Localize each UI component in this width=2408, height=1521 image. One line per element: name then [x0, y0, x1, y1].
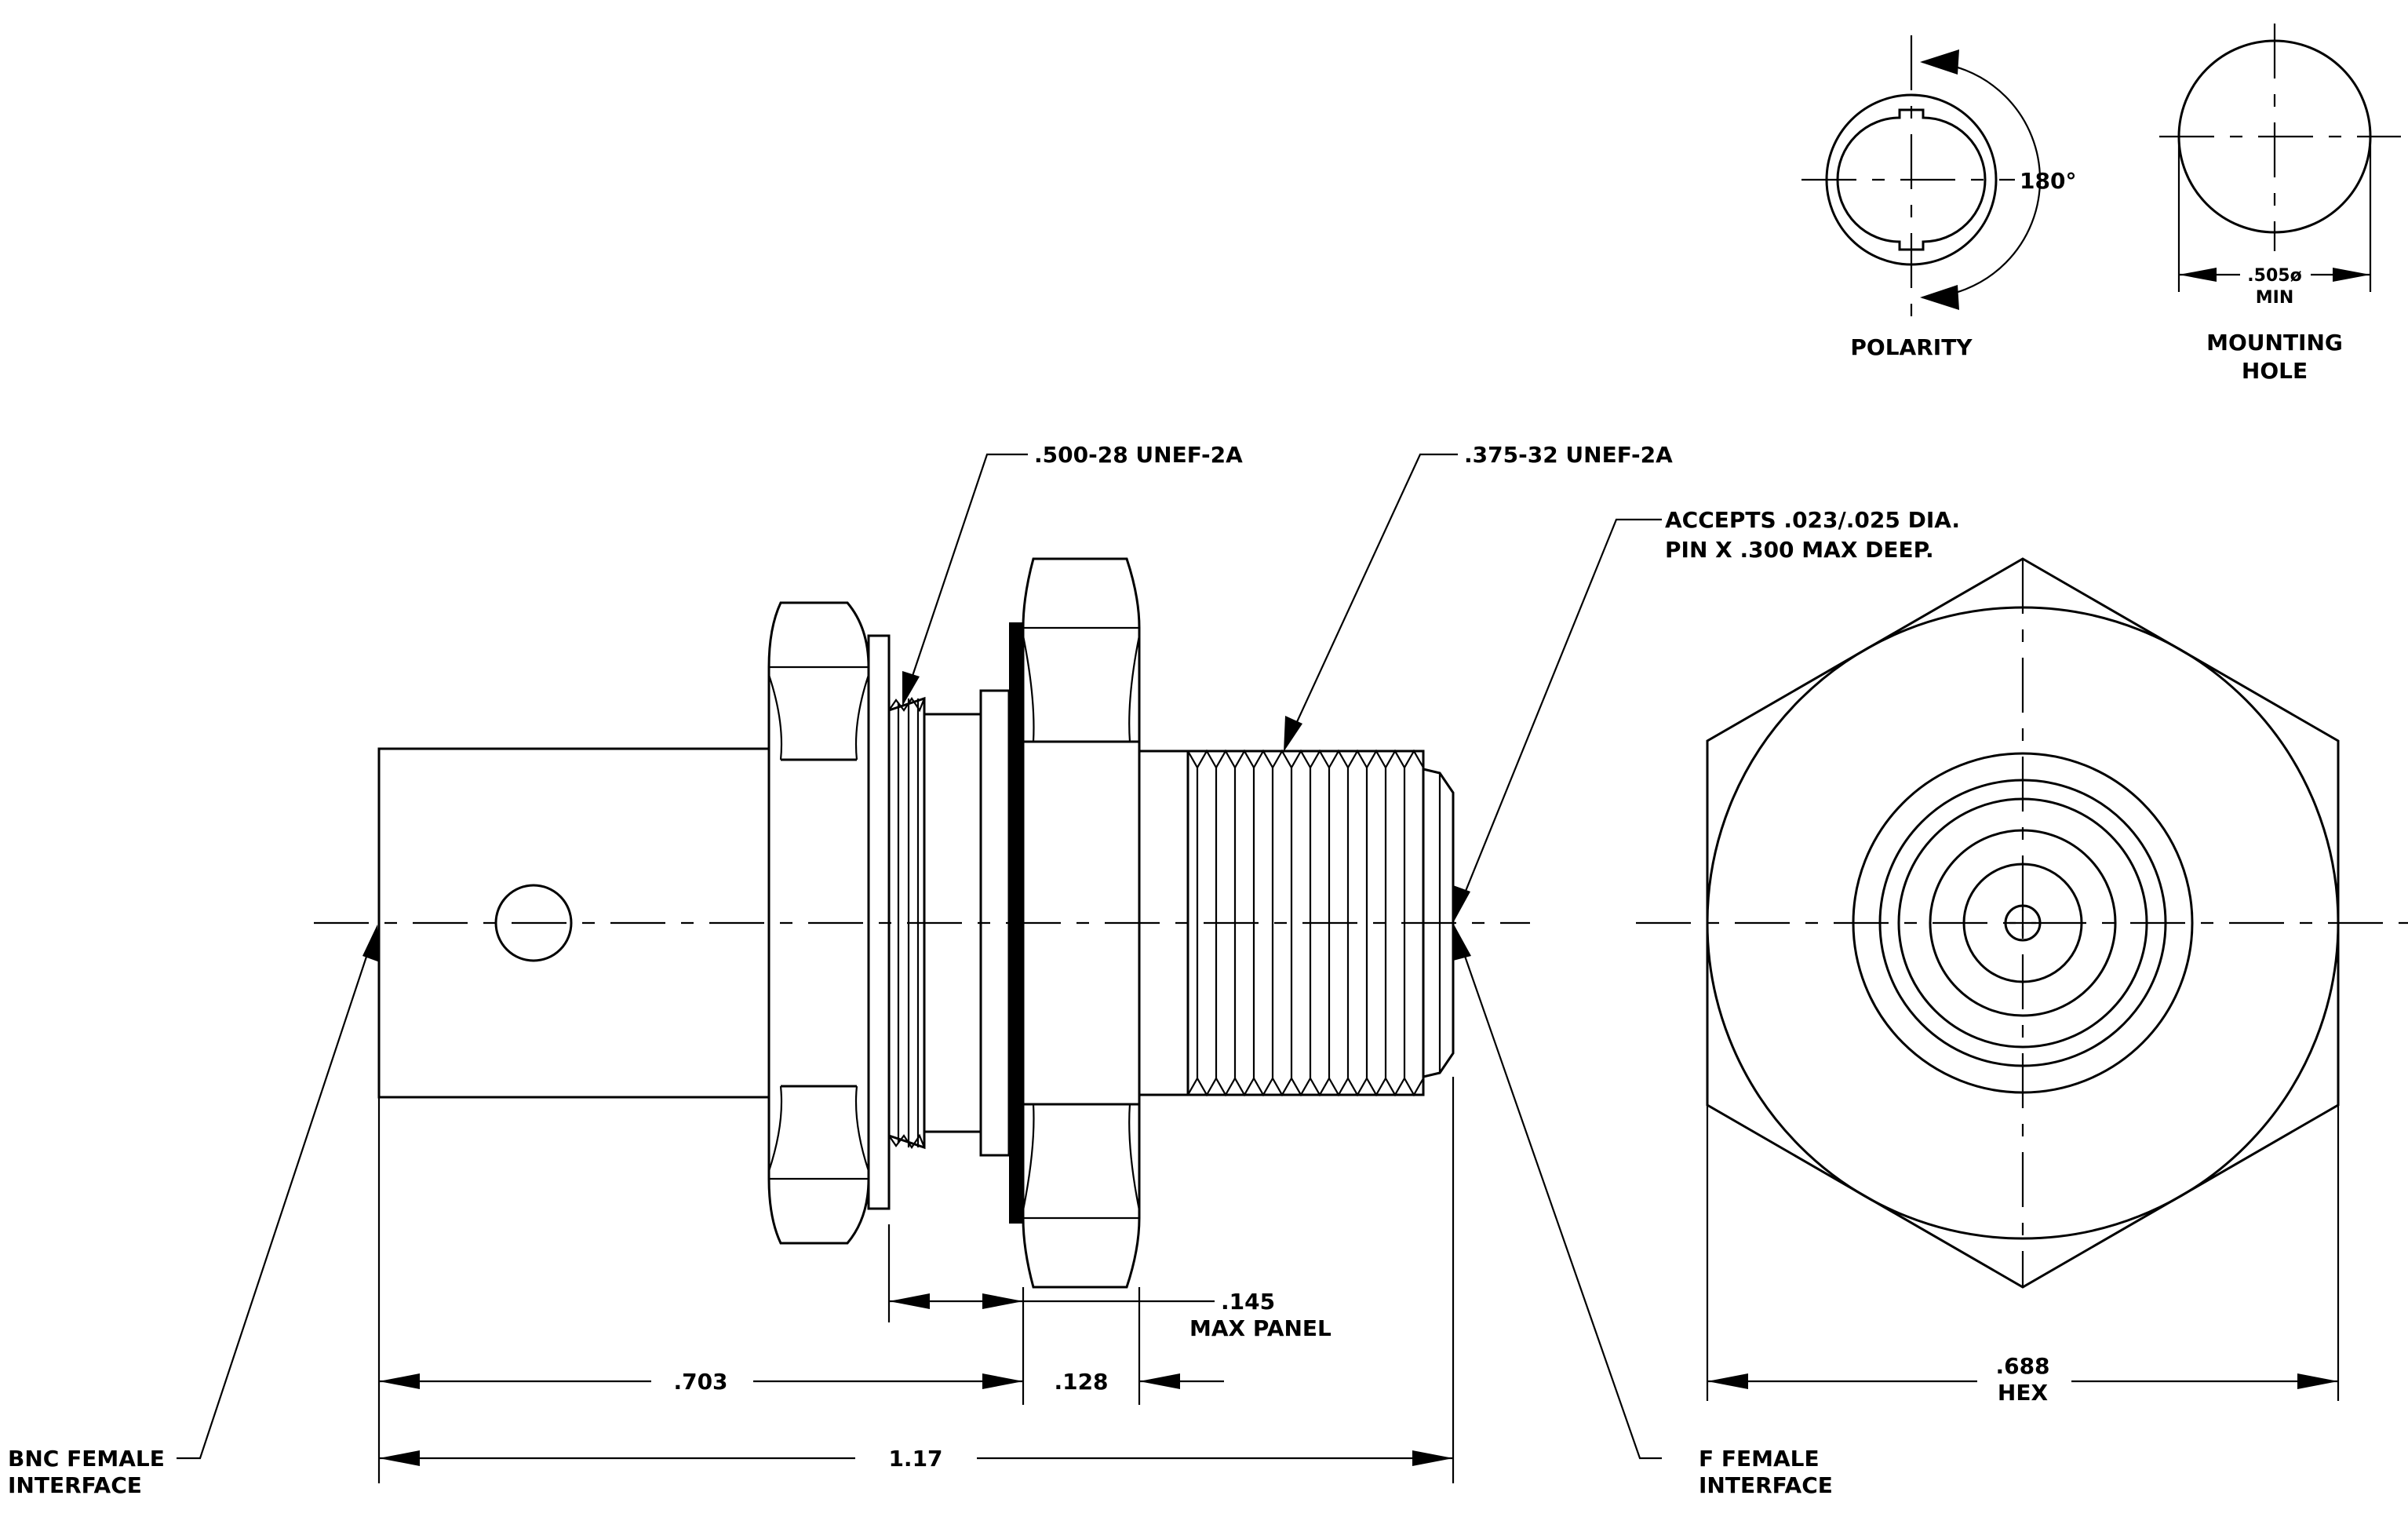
dim-min: MIN: [2256, 288, 2294, 308]
callout-accepts-line1: ACCEPTS .023/.025 DIA.: [1665, 507, 1960, 533]
dim-180: 180°: [2020, 168, 2076, 194]
callout-accepts-line2: PIN X .300 MAX DEEP.: [1665, 537, 1934, 563]
label-polarity: POLARITY: [1850, 334, 1973, 360]
dim-hex: HEX: [1998, 1380, 2049, 1406]
dim-145: .145: [1221, 1289, 1275, 1315]
bayonet-stud: [494, 884, 573, 962]
dim-max-panel: MAX PANEL: [1189, 1315, 1332, 1341]
polarity-rotation-arc: [1922, 60, 2042, 299]
bnc-hex-nut: [767, 601, 870, 1245]
callout-f-line2: INTERFACE: [1699, 1472, 1833, 1498]
mounting-hole-detail: [2159, 24, 2401, 292]
callout-thread-375: .375-32 UNEF-2A: [1464, 442, 1673, 468]
callout-thread-500: .500-28 UNEF-2A: [1034, 442, 1243, 468]
polarity-outer: [1825, 93, 1998, 266]
dim-688: .688: [1995, 1353, 2049, 1379]
dim-117: 1.17: [888, 1446, 942, 1472]
panel-hex-nut: [1022, 557, 1141, 1289]
side-leaders: [177, 453, 1662, 1460]
callout-bnc-line2: INTERFACE: [8, 1472, 142, 1498]
lock-washer: [867, 634, 891, 1210]
label-hole: HOLE: [2242, 358, 2308, 384]
callout-f-line1: F FEMALE: [1699, 1446, 1820, 1472]
side-dimensions: [377, 1077, 1455, 1483]
dim-505: .505ø: [2247, 266, 2301, 286]
end-view: [1636, 557, 2408, 1401]
end-hex-incircle: [1706, 606, 2340, 1240]
dim-128: .128: [1054, 1369, 1108, 1395]
polarity-keyed-bore: [1836, 108, 1987, 251]
polarity-detail: [1801, 35, 2042, 322]
label-mounting: MOUNTING: [2206, 330, 2343, 356]
center-contact: [2004, 904, 2042, 942]
callout-bnc-line1: BNC FEMALE: [8, 1446, 165, 1472]
panel-gasket: [1009, 622, 1023, 1224]
hex-dimension: [1706, 1105, 2340, 1401]
side-view: [177, 453, 1662, 1483]
end-hex-outline: [1706, 557, 2340, 1289]
dim-703: .703: [673, 1369, 727, 1395]
